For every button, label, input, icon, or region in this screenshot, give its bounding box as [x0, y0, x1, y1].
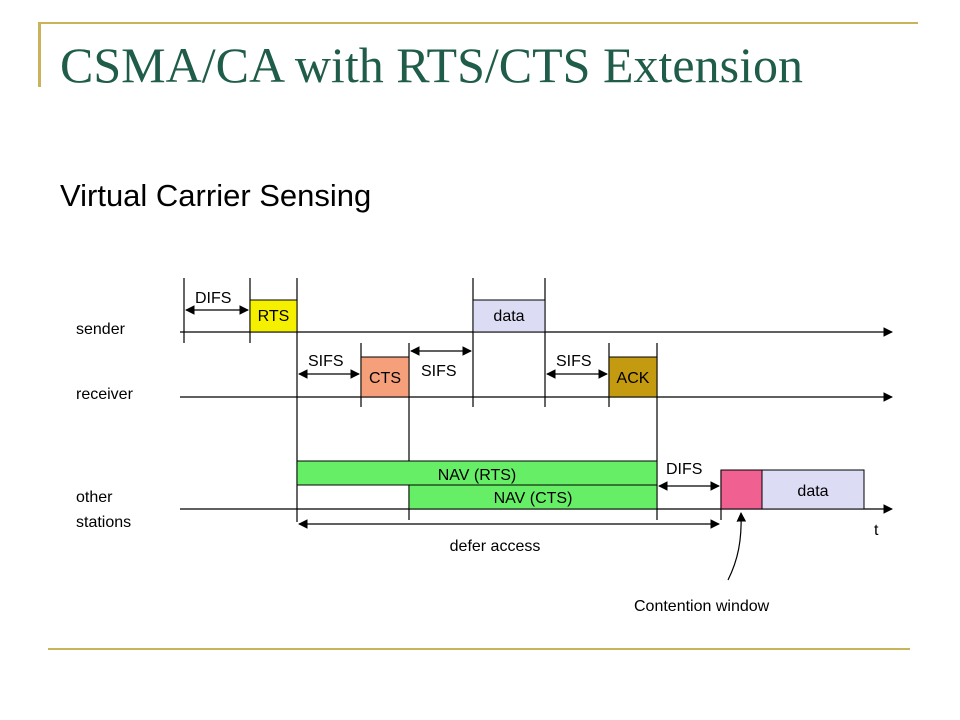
sender-data-label: data — [493, 308, 524, 325]
sifs-1-label: SIFS — [308, 353, 344, 370]
contention-window-pointer — [727, 512, 747, 581]
row-label-stations: stations — [76, 514, 131, 531]
difs-other-label: DIFS — [666, 461, 702, 478]
rts-frame-label: RTS — [258, 308, 290, 325]
other-data-label: data — [797, 483, 828, 500]
row-label-receiver: receiver — [76, 386, 134, 403]
sifs-2-label: SIFS — [421, 363, 457, 380]
row-label-other: other — [76, 489, 113, 506]
contention-window-slot — [720, 469, 763, 510]
ack-frame-label: ACK — [617, 370, 650, 387]
sender-data-frame — [472, 299, 546, 333]
defer-access-label: defer access — [450, 538, 541, 555]
rts-frame — [249, 299, 298, 333]
contention-window-label: Contention window — [634, 598, 770, 615]
time-axis-label: t — [874, 522, 879, 539]
nav-rts-bar — [296, 460, 658, 486]
left-accent-bar — [38, 22, 41, 87]
sifs-3-label: SIFS — [556, 353, 592, 370]
bottom-accent-rule — [48, 648, 910, 650]
nav-rts-label: NAV (RTS) — [438, 467, 517, 484]
row-label-sender: sender — [76, 321, 126, 338]
top-accent-rule — [38, 22, 918, 24]
nav-cts-label: NAV (CTS) — [494, 490, 573, 507]
cts-frame — [360, 356, 410, 398]
slide-subtitle: Virtual Carrier Sensing — [60, 178, 372, 213]
nav-cts-bar — [408, 484, 658, 510]
slide-title: CSMA/CA with RTS/CTS Extension — [60, 37, 803, 93]
other-data-frame — [761, 469, 865, 510]
ack-frame — [608, 356, 658, 398]
cts-frame-label: CTS — [369, 370, 401, 387]
difs-sender-label: DIFS — [195, 290, 231, 307]
